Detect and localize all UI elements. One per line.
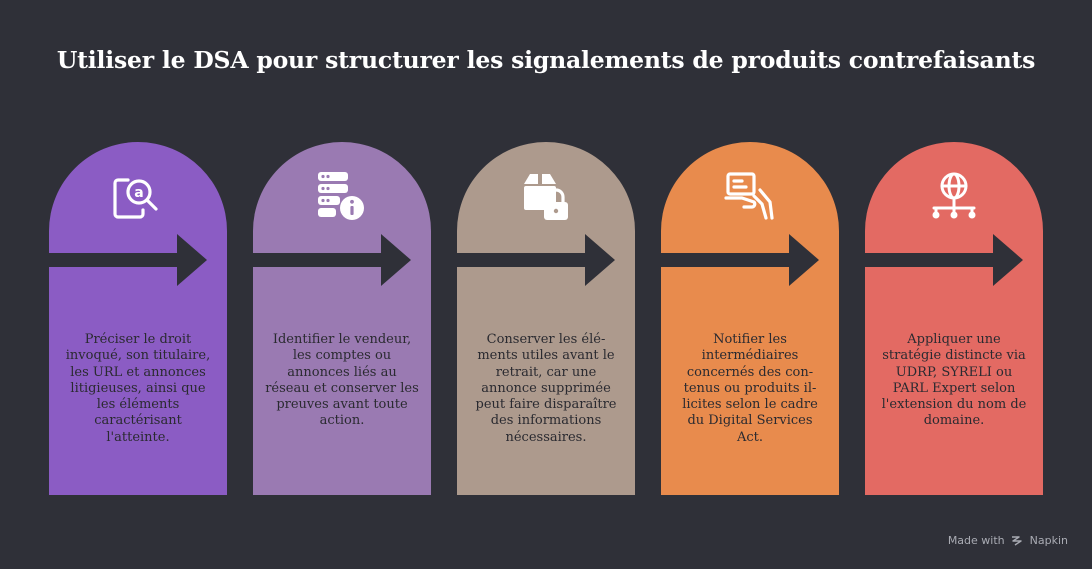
- step-card-4: Notifier les intermédiaires concernés de…: [661, 142, 839, 495]
- step-text: Notifier les intermédiaires concernés de…: [682, 332, 818, 445]
- flow-arrow: [865, 234, 1023, 286]
- napkin-logo-icon: [1011, 534, 1023, 546]
- footer-brand: Napkin: [1029, 534, 1068, 547]
- flow-arrow: [457, 234, 615, 286]
- step-card-1: a Préciser le droit invoqué, son titulai…: [49, 142, 227, 495]
- step-text: Appliquer une stratégie distincte via UD…: [881, 332, 1027, 429]
- flow-arrow: [49, 234, 207, 286]
- step-text: Conserver les élé-ments utiles avant le …: [475, 332, 617, 445]
- server-info-icon: [312, 166, 372, 226]
- globe-network-icon: [924, 166, 984, 226]
- footer-prefix: Made with: [947, 534, 1005, 547]
- svg-text:a: a: [134, 185, 143, 201]
- document-search-icon: a: [108, 166, 168, 226]
- page-title: Utiliser le DSA pour structurer les sign…: [56, 46, 1036, 74]
- step-card-3: Conserver les élé-ments utiles avant le …: [457, 142, 635, 495]
- footer-credit: Made with Napkin: [948, 534, 1068, 547]
- step-card-5: Appliquer une stratégie distincte via UD…: [865, 142, 1043, 495]
- step-text: Préciser le droit invoqué, son titulaire…: [65, 332, 211, 445]
- flow-arrow: [253, 234, 411, 286]
- package-lock-icon: [516, 166, 576, 226]
- step-text: Identifier le vendeur, les comptes ou an…: [265, 332, 419, 429]
- step-card-2: Identifier le vendeur, les comptes ou an…: [253, 142, 431, 495]
- flow-arrow: [661, 234, 819, 286]
- hand-card-icon: [720, 166, 780, 226]
